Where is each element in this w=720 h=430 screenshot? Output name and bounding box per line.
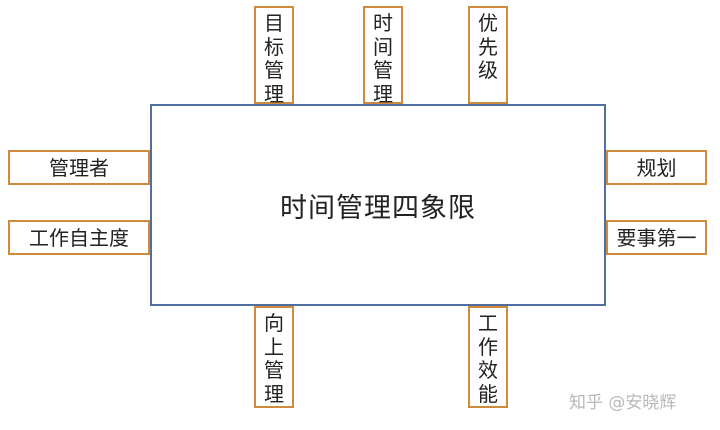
center-node: 时间管理四象限 xyxy=(150,104,606,306)
node-priority: 优先级 xyxy=(468,6,508,104)
watermark: 知乎 @安晓辉 xyxy=(569,393,677,413)
node-goal-management-label: 目标管理 xyxy=(264,11,284,106)
node-manager: 管理者 xyxy=(8,150,150,185)
node-manager-label: 管理者 xyxy=(49,155,109,180)
node-work-autonomy: 工作自主度 xyxy=(8,220,150,255)
node-priority-label: 优先级 xyxy=(478,11,498,82)
node-first-things-first: 要事第一 xyxy=(606,220,707,255)
node-planning-label: 规划 xyxy=(636,155,677,180)
node-work-effectiveness-label: 工作效能 xyxy=(478,311,498,406)
node-planning: 规划 xyxy=(606,150,707,185)
node-work-autonomy-label: 工作自主度 xyxy=(29,225,129,250)
node-time-management: 时间管理 xyxy=(363,6,403,106)
node-managing-up: 向上管理 xyxy=(254,306,294,408)
node-managing-up-label: 向上管理 xyxy=(264,311,284,406)
node-first-things-first-label: 要事第一 xyxy=(616,225,697,250)
node-work-effectiveness: 工作效能 xyxy=(468,306,508,408)
node-time-management-label: 时间管理 xyxy=(373,11,393,106)
center-node-label: 时间管理四象限 xyxy=(280,192,476,224)
node-goal-management: 目标管理 xyxy=(254,6,294,106)
